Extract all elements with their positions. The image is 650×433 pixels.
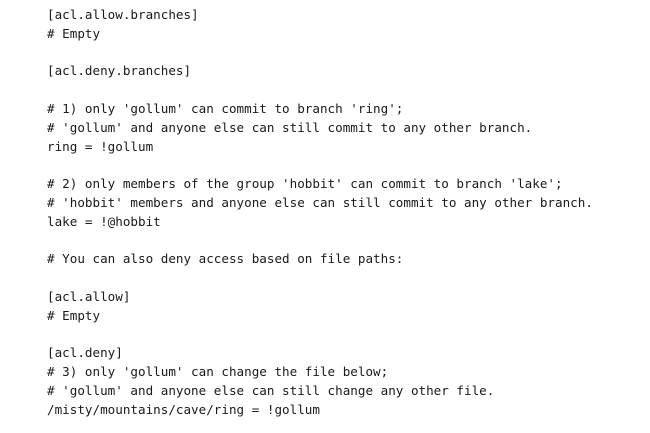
blank-line [47,326,593,345]
comment-line: # Empty [47,25,101,41]
config-code-block: [acl.allow.branches] # Empty [acl.deny.bra… [47,6,593,420]
blank-line [47,44,593,63]
comment-line: # 2) only members of the group 'hobbit' … [47,176,563,192]
comment-line: # Empty [47,307,101,323]
comment-line: # 3) only 'gollum' can change the file b… [47,364,389,380]
rule-line: lake = !@hobbit [47,213,161,229]
rule-line: /misty/mountains/cave/ring = !gollum [47,401,320,417]
blank-line [47,81,593,100]
blank-line [47,269,593,288]
comment-line: # You can also deny access based on file… [47,251,404,267]
section-header: [acl.deny] [47,345,123,361]
rule-line: ring = !gollum [47,138,154,154]
comment-line: # 1) only 'gollum' can commit to branch … [47,100,404,116]
section-header: [acl.deny.branches] [47,63,192,79]
comment-line: # 'gollum' and anyone else can still cha… [47,382,495,398]
comment-line: # 'gollum' and anyone else can still com… [47,119,533,135]
blank-line [47,232,593,251]
comment-line: # 'hobbit' members and anyone else can s… [47,194,593,210]
blank-line [47,156,593,175]
section-header: [acl.allow] [47,288,131,304]
section-header: [acl.allow.branches] [47,7,199,22]
